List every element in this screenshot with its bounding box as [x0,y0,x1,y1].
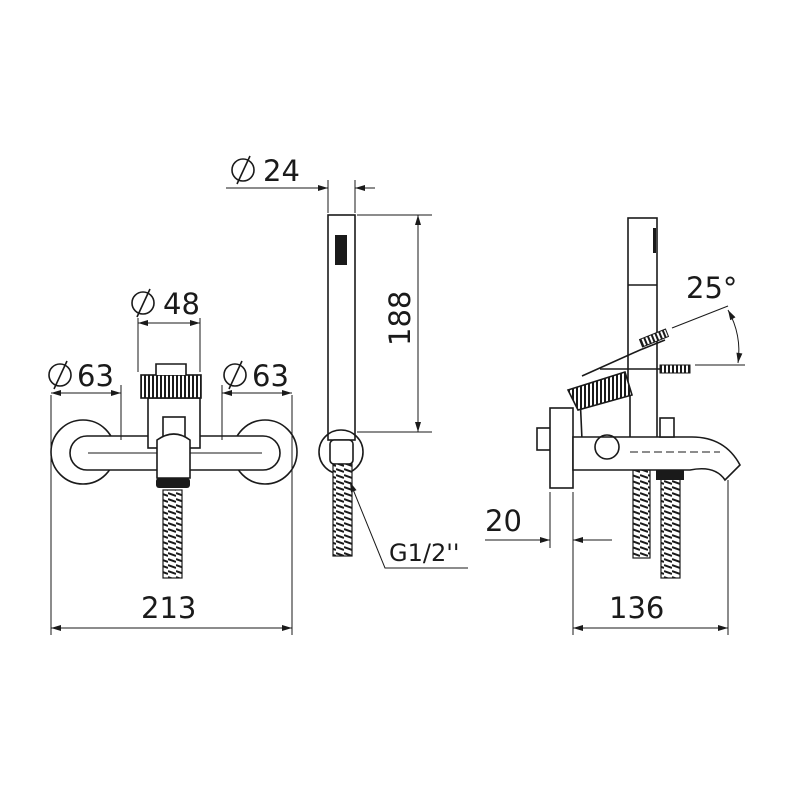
dimension-overall-width: 213 [51,591,292,631]
dimension-overall-depth: 136 [573,480,729,635]
cartridge-diameter-label: 48 [163,287,200,321]
overall-width-label: 213 [141,591,196,625]
diameter-symbol-icon [223,360,247,390]
rosette-right-diameter-label: 63 [252,359,289,393]
rosette-depth-label: 20 [485,504,522,538]
overall-depth-label: 136 [609,591,664,625]
dimension-rosette-depth: 20 [485,492,612,635]
thread-label: G1/2'' [389,539,459,567]
diameter-symbol-icon [231,155,255,185]
shower-diameter-label: 24 [263,154,300,188]
diameter-symbol-icon [48,360,72,390]
lever-angle-label: 25° [686,271,737,305]
diameter-symbol-icon [131,288,155,318]
thread-callout: G1/2'' [349,481,468,569]
front-view [50,363,298,579]
dimension-shower-diameter: 24 [226,154,375,213]
dimension-lever-angle: 25° [671,271,745,366]
side-view [536,217,741,579]
dimension-shower-length: 188 [357,214,432,433]
dimension-cartridge: 48 [131,287,201,372]
dimension-rosette-right: 63 [221,359,293,635]
rosette-left-diameter-label: 63 [77,359,114,393]
shower-length-label: 188 [383,291,417,346]
dimension-rosette-left: 63 [48,359,122,635]
hand-shower-view [318,214,364,557]
